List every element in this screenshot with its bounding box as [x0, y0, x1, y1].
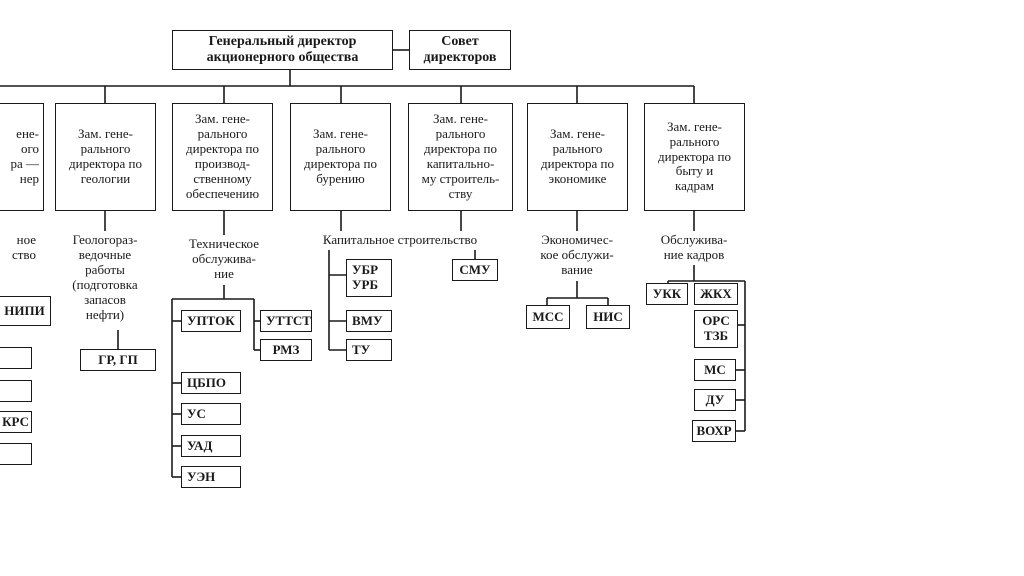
unnamed-unit-box	[0, 443, 32, 465]
unnamed-unit-box	[0, 347, 32, 369]
tu-box: ТУ	[346, 339, 392, 361]
smu-box: СМУ	[452, 259, 498, 281]
deputy-economics-box: Зам. гене- рального директора по экономи…	[527, 103, 628, 211]
deputy-chief-engineer-box: енe- ого ра — нер	[0, 103, 44, 211]
deputy-geology-box: Зам. гене- рального директора по геологи…	[55, 103, 156, 211]
personnel-service-label: Обслужива- ние кадров	[660, 233, 728, 262]
zhkh-box: ЖКХ	[694, 283, 738, 305]
deputy-production-support-box: Зам. гене- рального директора по произво…	[172, 103, 273, 211]
ms-box: МС	[694, 359, 736, 381]
unnamed-unit-box	[0, 380, 32, 402]
uttst-box: УТТСТ	[260, 310, 312, 332]
mss-box: МСС	[526, 305, 570, 329]
uen-box: УЭН	[181, 466, 241, 488]
ubr-urb-box: УБР УРБ	[346, 259, 392, 297]
economic-service-label: Экономичес- кое обслужи- вание	[540, 233, 614, 277]
kps-box: КРС	[0, 411, 32, 433]
nis-box: НИС	[586, 305, 630, 329]
board-of-directors-box: Совет директоров	[409, 30, 511, 70]
uptok-box: УПТОК	[181, 310, 241, 332]
vokhr-box: ВОХР	[692, 420, 736, 442]
capital-construction-label: Капитальное строительство	[322, 233, 478, 247]
rmz-box: РМЗ	[260, 339, 312, 361]
cbpo-box: ЦБПО	[181, 372, 241, 394]
deputy-capital-construction-box: Зам. гене- рального директора по капитал…	[408, 103, 513, 211]
general-director-box: Генеральный директор акционерного общест…	[172, 30, 393, 70]
vmu-box: ВМУ	[346, 310, 392, 332]
deputy-drilling-box: Зам. гене- рального директора по бурению	[290, 103, 391, 211]
ors-tzb-box: ОРС ТЗБ	[694, 310, 738, 348]
geology-service-label: Геологораз- ведочные работы (подготовка …	[72, 233, 138, 322]
us-box: УС	[181, 403, 241, 425]
ukk-box: УКК	[646, 283, 688, 305]
service-label-col0: ное ство	[11, 233, 36, 262]
technical-service-label: Техническое обслужива- ние	[189, 237, 259, 281]
deputy-personnel-box: Зам. гене- рального директора по быту и …	[644, 103, 745, 211]
nipi-box: НИПИ	[0, 296, 51, 326]
gr-gp-box: ГР, ГП	[80, 349, 156, 371]
du-box: ДУ	[694, 389, 736, 411]
uad-box: УАД	[181, 435, 241, 457]
